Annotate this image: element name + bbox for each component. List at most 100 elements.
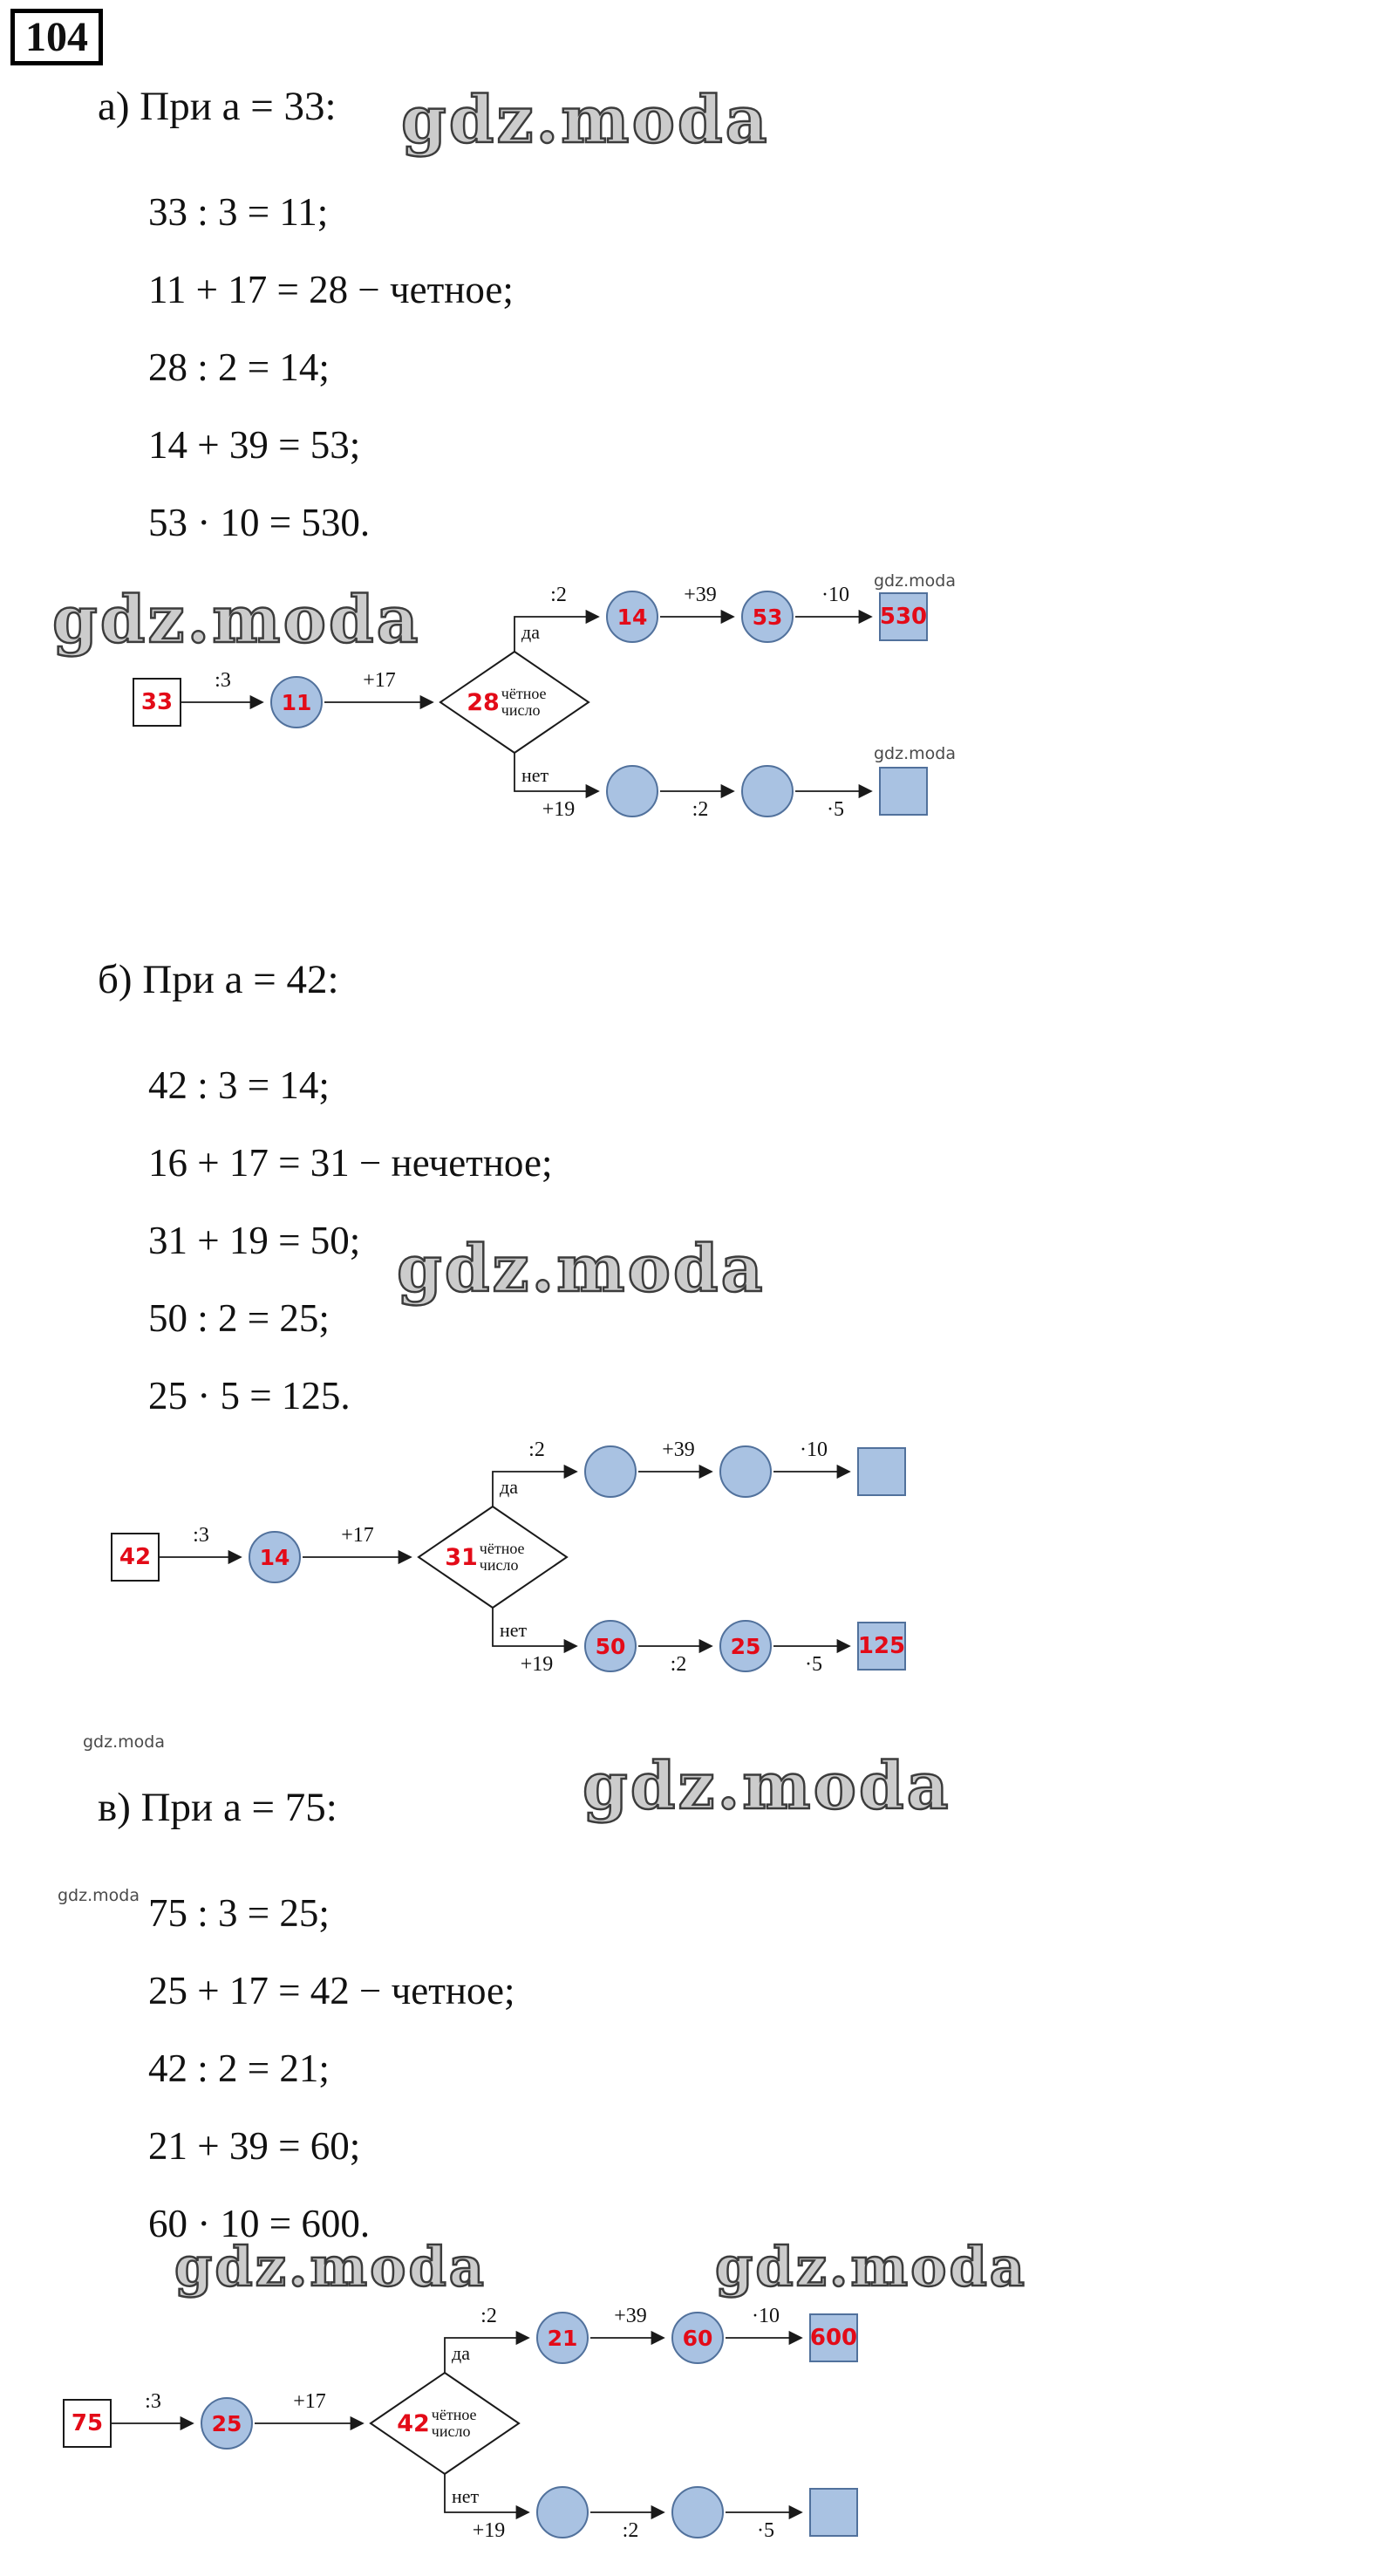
watermark-text: gdz.moda bbox=[714, 2234, 1027, 2300]
start-box: 42 bbox=[111, 1533, 160, 1582]
decision-label: чётное число bbox=[479, 1540, 525, 1574]
watermark-text: gdz.moda bbox=[396, 1231, 766, 1308]
equation-line: 21 + 39 = 60; bbox=[148, 2124, 361, 2168]
operation-label: :2 bbox=[550, 584, 567, 606]
decision-diamond: 42 чётное число bbox=[382, 2395, 513, 2451]
operation-label: :2 bbox=[692, 798, 709, 821]
process-circle: 25 bbox=[719, 1620, 772, 1672]
part-a-heading: а) При a = 33: bbox=[98, 84, 337, 129]
operation-label: +19 bbox=[472, 2519, 506, 2542]
flowchart-v: 75 :3 25 +17 42 чётное число да :2 21 +3… bbox=[61, 2292, 898, 2551]
equation-line: 60 · 10 = 600. bbox=[148, 2202, 371, 2245]
equation-line: 42 : 2 = 21; bbox=[148, 2046, 330, 2090]
operation-label: :2 bbox=[480, 2305, 497, 2327]
part-a: а) При a = 33: 33 : 3 = 11; 11 + 17 = 28… bbox=[98, 83, 514, 581]
branch-yes-label: да bbox=[452, 2342, 470, 2364]
equation-line: 31 + 19 = 50; bbox=[148, 1219, 361, 1262]
operation-label: :2 bbox=[528, 1438, 545, 1461]
equation-line: 75 : 3 = 25; bbox=[148, 1891, 330, 1935]
operation-label: +39 bbox=[684, 584, 717, 606]
decision-diamond: 31 чётное число bbox=[430, 1529, 561, 1585]
operation-label: +17 bbox=[341, 1524, 374, 1547]
watermark-text: gdz.moda bbox=[400, 82, 770, 160]
equation-line: 53 · 10 = 530. bbox=[148, 501, 371, 544]
branch-no-label: нет bbox=[500, 1619, 528, 1641]
process-circle bbox=[584, 1445, 637, 1498]
process-circle: 50 bbox=[584, 1620, 637, 1672]
flowchart-connectors bbox=[112, 2330, 803, 2520]
part-b: б) При a = 42: 42 : 3 = 14; 16 + 17 = 31… bbox=[98, 956, 552, 1454]
result-box bbox=[809, 2488, 858, 2537]
process-circle bbox=[719, 1445, 772, 1498]
flowchart-connectors bbox=[160, 1464, 851, 1654]
operation-label: ·5 bbox=[757, 2519, 774, 2542]
operation-label: ·10 bbox=[821, 584, 849, 606]
operation-label: ·5 bbox=[827, 798, 844, 821]
process-circle: 25 bbox=[201, 2397, 253, 2450]
branch-no-label: нет bbox=[452, 2485, 480, 2507]
operation-label: +39 bbox=[614, 2305, 647, 2327]
equation-line: 25 + 17 = 42 − четное; bbox=[148, 1969, 515, 2012]
part-b-steps: 42 : 3 = 14; 16 + 17 = 31 − нечетное; 31… bbox=[148, 1066, 552, 1416]
result-box: 600 bbox=[809, 2313, 858, 2362]
watermark-text: gdz.moda bbox=[582, 1748, 951, 1826]
decision-diamond: 28 чётное число bbox=[452, 674, 583, 730]
decision-label: чётное число bbox=[501, 685, 547, 719]
operation-label: +17 bbox=[293, 2390, 326, 2413]
operation-label: :2 bbox=[622, 2519, 639, 2542]
watermark-small: gdz.moda bbox=[874, 571, 956, 591]
problem-number-badge: 104 bbox=[10, 9, 103, 66]
process-circle: 11 bbox=[270, 676, 323, 728]
start-box: 33 bbox=[133, 678, 181, 727]
part-a-steps: 33 : 3 = 11; 11 + 17 = 28 − четное; 28 :… bbox=[148, 193, 514, 543]
part-v-heading: в) При a = 75: bbox=[98, 1785, 337, 1830]
operation-label: ·5 bbox=[805, 1653, 822, 1676]
operation-label: +19 bbox=[520, 1653, 554, 1676]
process-circle bbox=[671, 2486, 724, 2538]
operation-label: :3 bbox=[215, 669, 231, 692]
flowchart-connectors bbox=[181, 609, 873, 799]
watermark-small: gdz.moda bbox=[874, 744, 956, 763]
equation-line: 16 + 17 = 31 − нечетное; bbox=[148, 1141, 553, 1185]
start-box: 75 bbox=[63, 2399, 112, 2448]
operation-label: ·10 bbox=[752, 2305, 780, 2327]
part-b-heading: б) При a = 42: bbox=[98, 957, 339, 1002]
result-box: 125 bbox=[857, 1622, 906, 1671]
branch-yes-label: да bbox=[500, 1476, 518, 1498]
process-circle: 60 bbox=[671, 2312, 724, 2364]
process-circle: 53 bbox=[741, 591, 794, 643]
equation-line: 28 : 2 = 14; bbox=[148, 345, 330, 389]
process-circle bbox=[536, 2486, 589, 2538]
watermark-text: gdz.moda bbox=[174, 2234, 487, 2300]
flowchart-a: gdz.moda gdz.moda 33 :3 11 +17 28 чётное… bbox=[131, 571, 968, 830]
operation-label: +17 bbox=[363, 669, 396, 692]
branch-yes-label: да bbox=[521, 621, 540, 643]
operation-label: :2 bbox=[670, 1653, 687, 1676]
process-circle: 14 bbox=[606, 591, 658, 643]
process-circle: 14 bbox=[249, 1531, 301, 1583]
result-box bbox=[857, 1447, 906, 1496]
decision-value: 42 bbox=[397, 2409, 430, 2437]
equation-line: 11 + 17 = 28 − четное; bbox=[148, 268, 514, 311]
result-box bbox=[879, 767, 928, 816]
equation-line: 50 : 2 = 25; bbox=[148, 1296, 330, 1340]
operation-label: +39 bbox=[662, 1438, 695, 1461]
operation-label: +19 bbox=[542, 798, 576, 821]
part-v-steps: 75 : 3 = 25; 25 + 17 = 42 − четное; 42 :… bbox=[148, 1894, 515, 2244]
equation-line: 33 : 3 = 11; bbox=[148, 190, 329, 234]
flowchart-b: 42 :3 14 +17 31 чётное число да :2 +39 ·… bbox=[109, 1426, 946, 1684]
process-circle bbox=[741, 765, 794, 817]
branch-no-label: нет bbox=[521, 764, 549, 786]
decision-value: 28 bbox=[467, 688, 500, 716]
equation-line: 42 : 3 = 14; bbox=[148, 1063, 330, 1107]
operation-label: :3 bbox=[145, 2390, 161, 2413]
process-circle bbox=[606, 765, 658, 817]
decision-label: чётное число bbox=[431, 2406, 477, 2440]
operation-label: :3 bbox=[193, 1524, 209, 1547]
equation-line: 14 + 39 = 53; bbox=[148, 423, 361, 467]
part-v: в) При a = 75: 75 : 3 = 25; 25 + 17 = 42… bbox=[98, 1784, 515, 2282]
equation-line: 25 · 5 = 125. bbox=[148, 1374, 351, 1418]
watermark-small: gdz.moda bbox=[58, 1886, 140, 1905]
watermark-text: gdz.moda bbox=[51, 582, 421, 659]
result-box: 530 bbox=[879, 592, 928, 641]
